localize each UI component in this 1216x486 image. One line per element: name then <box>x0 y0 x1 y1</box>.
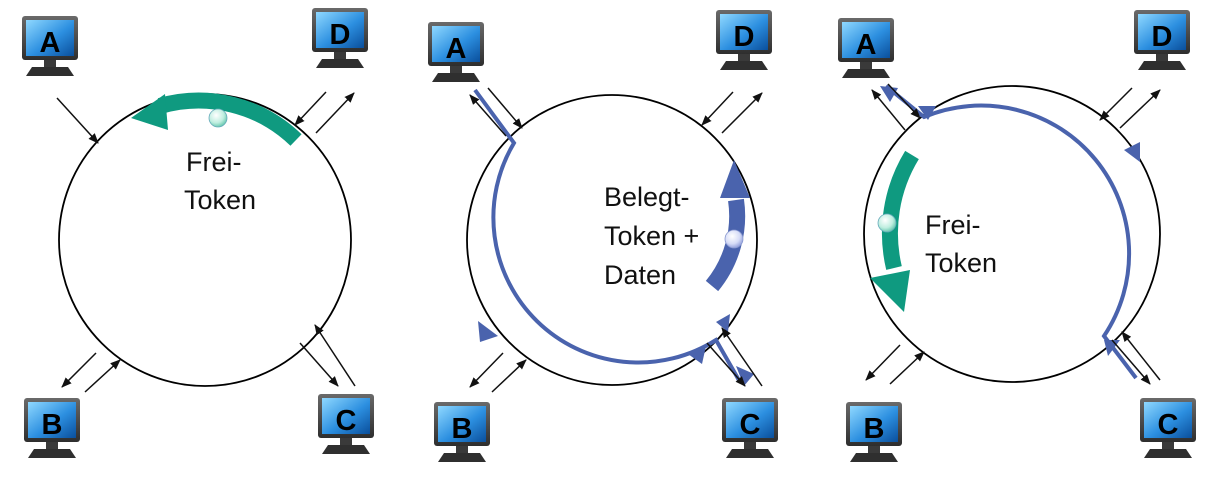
free-token-arrowhead <box>870 270 910 312</box>
path-arrowhead <box>918 106 936 120</box>
station-label: C <box>336 405 357 437</box>
station-c: C <box>318 394 374 454</box>
token-dot-icon <box>724 229 744 249</box>
station-label: D <box>330 19 351 51</box>
free-token-arrowhead <box>131 94 168 130</box>
path-arrowhead <box>688 346 706 364</box>
station-a: A <box>428 22 484 82</box>
free-token-arrow <box>881 150 919 270</box>
token-dot-icon <box>877 213 897 233</box>
token-dot-icon <box>208 108 228 128</box>
signal-arrow-d-in <box>701 91 734 126</box>
signal-arrow-a-in <box>56 97 99 144</box>
signal-arrow-d-out <box>1119 89 1161 129</box>
signal-arrow-c-in <box>314 324 356 387</box>
signal-arrow-b-out <box>61 352 97 388</box>
ring <box>58 93 352 387</box>
station-b: B <box>434 402 490 462</box>
path-arrowhead <box>736 366 754 386</box>
station-label: D <box>734 21 755 53</box>
station-label: B <box>864 413 885 445</box>
station-c: C <box>1140 398 1196 458</box>
busy-token-path <box>473 88 742 383</box>
signal-arrow-d-out <box>315 92 355 134</box>
station-label: A <box>856 29 877 61</box>
panel-3: Frei- Token A D B C <box>838 10 1196 462</box>
signal-arrow-b-out <box>469 352 504 388</box>
signal-arrow-b-in <box>889 351 925 385</box>
station-a: A <box>838 18 894 78</box>
signal-arrow-c-in <box>1121 331 1161 381</box>
signal-arrow-a-in <box>887 83 921 119</box>
signal-arrow-d-in <box>1099 87 1133 121</box>
panel-2: Belegt- Token + Daten A D B C <box>428 10 778 462</box>
station-c: C <box>722 398 778 458</box>
station-label: A <box>40 27 61 59</box>
signal-arrow-a-out <box>871 89 906 131</box>
ring <box>466 94 758 386</box>
signal-arrow-b-out <box>865 344 901 381</box>
signal-arrow-b-in <box>84 359 121 393</box>
station-label: D <box>1152 21 1173 53</box>
station-label: B <box>452 413 473 445</box>
station-b: B <box>846 402 902 462</box>
busy-token-path <box>884 84 1138 380</box>
signal-arrow-d-out <box>721 92 763 134</box>
station-b: B <box>24 398 80 458</box>
ring <box>863 85 1161 383</box>
free-token-arrow <box>157 92 302 146</box>
station-label: C <box>740 409 761 441</box>
signal-arrow-c-in <box>721 327 763 387</box>
station-label: B <box>42 409 63 441</box>
token-label: Frei- Token <box>184 147 256 215</box>
station-d: D <box>1134 10 1190 70</box>
signal-arrow-a-out <box>469 94 507 137</box>
signal-arrow-c-out <box>299 342 339 387</box>
station-label: A <box>446 33 467 65</box>
path-arrowhead <box>478 321 498 342</box>
signal-arrow-a-in <box>487 87 523 129</box>
panel-1: Frei- Token A D B C <box>22 8 374 458</box>
station-d: D <box>312 8 368 68</box>
token-label: Frei- Token <box>925 210 997 278</box>
signal-arrow-c-out <box>1111 339 1151 385</box>
station-label: C <box>1158 409 1179 441</box>
station-d: D <box>716 10 772 70</box>
signal-arrow-d-in <box>294 91 327 126</box>
signal-arrow-c-out <box>706 342 746 387</box>
station-a: A <box>22 16 78 76</box>
signal-arrow-b-in <box>491 359 527 393</box>
path-arrowhead <box>1124 142 1140 162</box>
busy-token-arrowhead <box>720 160 750 198</box>
token-label: Belegt- Token + Daten <box>604 182 707 290</box>
